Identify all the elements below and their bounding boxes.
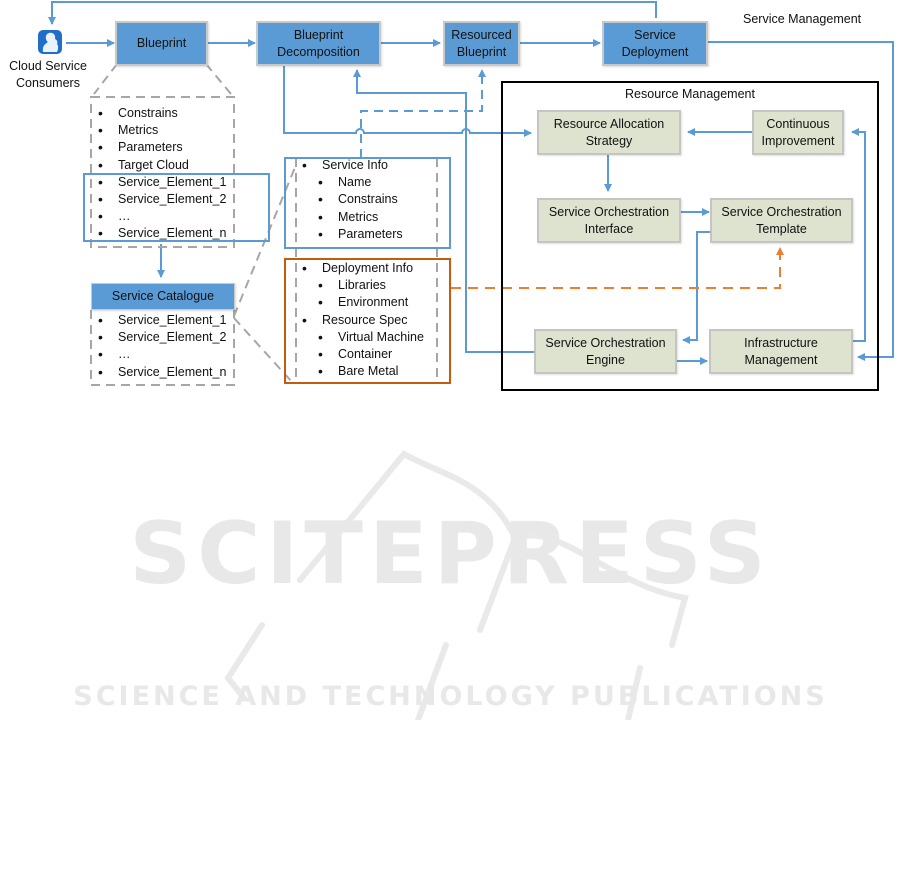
- template-label-line1: Service Orchestration: [721, 204, 842, 219]
- list-item: Service_Element_2: [92, 191, 226, 208]
- list-item: Target Cloud: [92, 157, 226, 174]
- continuous-improvement-box[interactable]: Continuous Improvement: [752, 110, 844, 155]
- infrastructure-management-box[interactable]: Infrastructure Management: [709, 329, 853, 374]
- decomposition-label-line2: Decomposition: [277, 44, 360, 59]
- service-info-to-resourced-dashed-arrow: [360, 69, 486, 158]
- list-item: Parameters: [92, 139, 226, 156]
- service-info-list: Service Info Name Constrains Metrics Par…: [296, 157, 403, 243]
- list-item: Libraries: [296, 277, 424, 294]
- engine-label-line2: Engine: [586, 352, 625, 367]
- decomposition-label-line1: Blueprint: [293, 27, 344, 42]
- user-silhouette-icon: [38, 30, 62, 54]
- service-elements-highlight: [83, 173, 270, 242]
- resourced-label-line1: Resourced: [451, 27, 512, 42]
- resourced-blueprint-box[interactable]: Resourced Blueprint: [443, 21, 520, 66]
- blueprint-box[interactable]: Blueprint: [115, 21, 208, 66]
- improvement-label-line1: Continuous: [766, 116, 830, 131]
- list-item: Parameters: [296, 226, 403, 243]
- list-item: Metrics: [92, 122, 226, 139]
- consumer-label-line1: Cloud Service: [9, 59, 87, 73]
- service-orchestration-interface-box[interactable]: Service Orchestration Interface: [537, 198, 681, 243]
- interface-label-line2: Interface: [584, 221, 634, 236]
- list-item: Service_Element_2: [92, 329, 226, 346]
- watermark-sail-icon: [224, 450, 689, 720]
- improvement-label-line2: Improvement: [761, 133, 835, 148]
- service-deployment-box[interactable]: Service Deployment: [602, 21, 708, 66]
- service-catalogue-title: Service Catalogue: [111, 289, 215, 303]
- template-label-line2: Template: [756, 221, 807, 236]
- resource-management-title: Resource Management: [625, 87, 755, 101]
- zoom-line-left: [93, 63, 118, 95]
- blueprint-decomposition-box[interactable]: Blueprint Decomposition: [256, 21, 381, 66]
- list-item: Constrains: [296, 191, 403, 208]
- blueprint-contents-list: Constrains Metrics Parameters Target Clo…: [92, 105, 226, 243]
- deployment-info-box: [284, 258, 451, 384]
- catalogue-list-frame: [90, 310, 235, 386]
- list-item: Constrains: [92, 105, 226, 122]
- zoom-line-right: [205, 63, 232, 95]
- service-management-title: Service Management: [743, 12, 862, 26]
- engine-to-decomposition-arrow: [353, 69, 535, 353]
- cloud-service-consumer: Cloud Service Consumers: [8, 28, 88, 98]
- service-catalogue-list: Service_Element_1 Service_Element_2 … Se…: [92, 312, 226, 381]
- allocation-label-line2: Strategy: [585, 133, 633, 148]
- service-catalogue-header[interactable]: Service Catalogue: [91, 283, 235, 310]
- interface-label-line1: Service Orchestration: [548, 204, 670, 219]
- deployment-info-to-template-dashed-arrow: [451, 247, 784, 289]
- watermark-title: SCITEPRESS: [129, 504, 772, 604]
- blueprint-box-label: Blueprint: [136, 36, 187, 50]
- list-item: Service_Element_n: [92, 364, 226, 381]
- template-to-engine-arrow: [682, 231, 710, 344]
- list-item: Service_Element_n: [92, 225, 226, 242]
- deployment-info-list: Deployment Info Libraries Environment Re…: [296, 260, 424, 381]
- service-orchestration-engine-box[interactable]: Service Orchestration Engine: [534, 329, 677, 374]
- resource-management-frame: [501, 81, 879, 391]
- infra-label-line1: Infrastructure: [744, 335, 818, 350]
- deployment-label-line2: Deployment: [621, 44, 689, 59]
- feedback-deploy-to-consumer-arrow: [48, 1, 657, 25]
- scitepress-watermark: SCITEPRESS SCIENCE AND TECHNOLOGY PUBLIC…: [0, 420, 901, 720]
- resourced-label-line2: Blueprint: [456, 44, 507, 59]
- list-item: Service_Element_1: [92, 312, 226, 329]
- list-item: …: [92, 208, 226, 225]
- list-item: Deployment Info: [296, 260, 424, 277]
- infra-to-improvement-arrow: [851, 128, 866, 342]
- deployment-label-line1: Service: [634, 27, 676, 42]
- service-orchestration-template-box[interactable]: Service Orchestration Template: [710, 198, 853, 243]
- list-item: …: [92, 346, 226, 363]
- list-item: Metrics: [296, 209, 403, 226]
- deployment-to-infra-arrow: [708, 41, 894, 361]
- list-item: Service_Element_1: [92, 174, 226, 191]
- list-item: Container: [296, 346, 424, 363]
- list-item: Environment: [296, 294, 424, 311]
- list-item: Virtual Machine: [296, 329, 424, 346]
- engine-label-line1: Service Orchestration: [545, 335, 666, 350]
- infra-label-line2: Management: [744, 352, 818, 367]
- list-item: Resource Spec: [296, 312, 424, 329]
- blueprint-list-frame: [90, 96, 235, 248]
- consumer-label-line2: Consumers: [16, 76, 80, 90]
- allocation-label-line1: Resource Allocation: [553, 116, 665, 131]
- list-item: Service Info: [296, 157, 403, 174]
- list-item: Name: [296, 174, 403, 191]
- decomposition-to-allocation-arrow: [283, 65, 532, 137]
- watermark-subtitle: SCIENCE AND TECHNOLOGY PUBLICATIONS: [73, 681, 828, 712]
- resource-allocation-strategy-box[interactable]: Resource Allocation Strategy: [537, 110, 681, 155]
- list-item: Bare Metal: [296, 363, 424, 380]
